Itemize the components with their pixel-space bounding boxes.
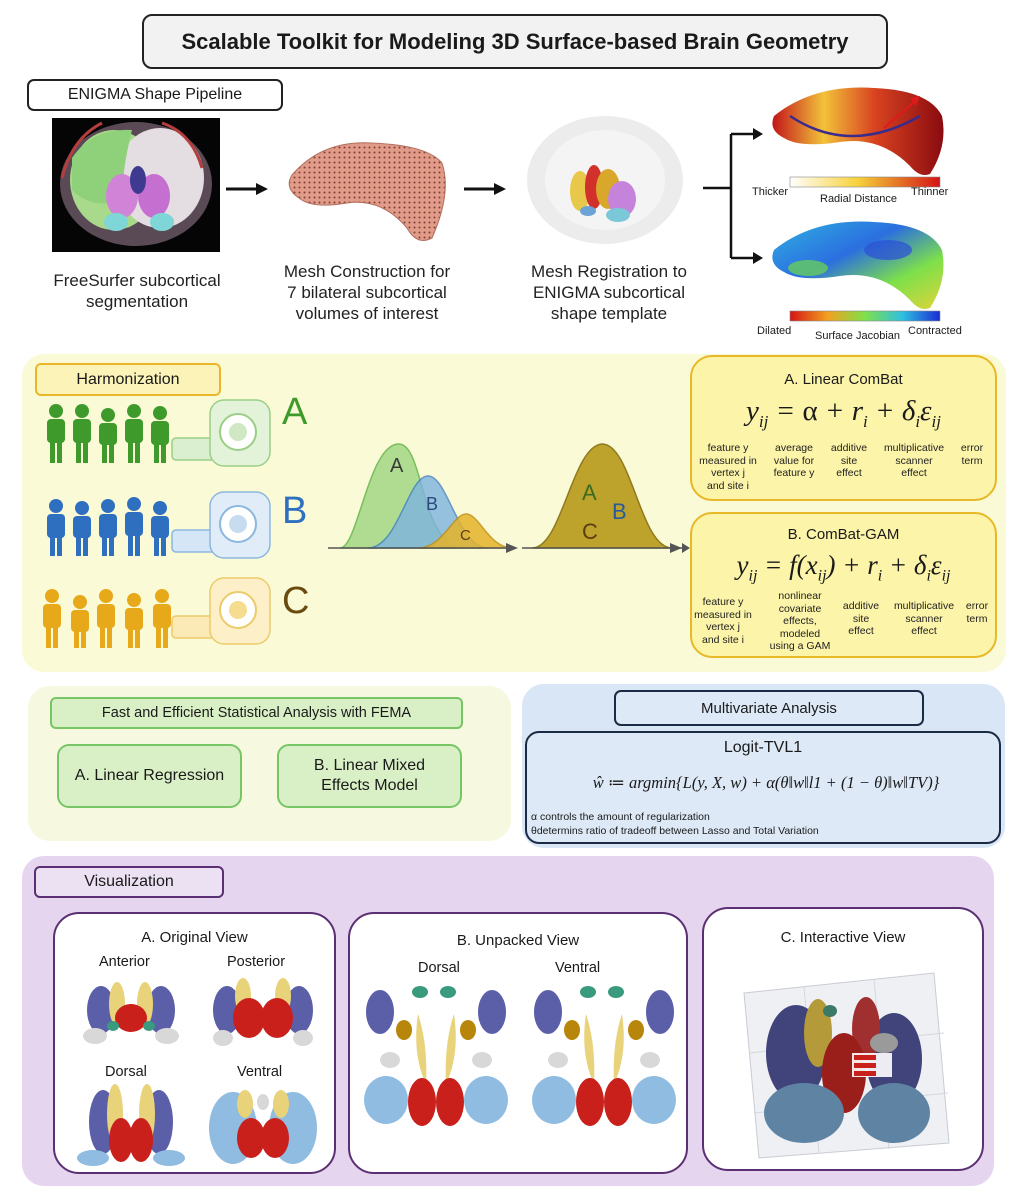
- multivariate-label: Multivariate Analysis: [614, 690, 924, 726]
- page-title: Scalable Toolkit for Modeling 3D Surface…: [181, 28, 849, 54]
- linear-combat-box: A. Linear ComBat yij = α + ri + δiεij fe…: [690, 355, 997, 501]
- logit-tvl1-note-1: α controls the amount of regularization: [531, 811, 710, 823]
- gam-term-1: feature y measured in vertex j and site …: [694, 596, 752, 646]
- merged-label-b: B: [612, 499, 627, 524]
- dist-label-c: C: [460, 527, 471, 544]
- people-group-b: [47, 497, 169, 556]
- dist-label-a: A: [390, 455, 404, 477]
- linear-mixed-effects-box: B. Linear Mixed Effects Model: [277, 744, 462, 808]
- people-group-a: [47, 404, 169, 463]
- step-3-caption: Mesh Registration to ENIGMA subcortical …: [531, 262, 687, 323]
- mri-scanner-icon-c: [171, 577, 271, 645]
- combat-gam-box: B. ComBat-GAM yij = f(xij) + ri + δiεij …: [690, 512, 997, 658]
- unpacked-ventral-image: [532, 986, 676, 1126]
- radial-distance-colorbar: [789, 176, 941, 188]
- merged-label-a: A: [582, 480, 597, 505]
- step-1-caption: FreeSurfer subcortical segmentation: [53, 271, 221, 311]
- fema-label: Fast and Efficient Statistical Analysis …: [50, 697, 463, 729]
- logit-tvl1-note-2: θdetermins ratio of tradeoff between Las…: [531, 825, 819, 837]
- mesh-image: [288, 142, 446, 241]
- merged-label-c: C: [582, 519, 598, 544]
- harmonization-arrow: [672, 543, 690, 553]
- unpacked-view-title: B. Unpacked View: [456, 932, 580, 949]
- pipeline-arrow-1: [226, 183, 268, 195]
- posterior-view-image: [213, 978, 313, 1046]
- visualization-label: Visualization: [34, 866, 224, 898]
- original-view-box: A. Original View Anterior Posterior Dors…: [53, 912, 336, 1174]
- unpacked-dorsal-image: [364, 986, 508, 1126]
- interactive-view-title: C. Interactive View: [780, 929, 906, 946]
- site-distributions-before: [328, 443, 518, 553]
- view-label-posterior: Posterior: [227, 954, 286, 970]
- linear-term-1: feature y measured in vertex j and site …: [699, 442, 757, 492]
- freesurfer-segmentation-image: [52, 118, 220, 252]
- logit-tvl1-box: Logit-TVL1 ŵ ≔ argmin{L(y, X, w) + α(θ‖w…: [525, 731, 1001, 844]
- surface-jacobian-colorbar: [789, 310, 941, 322]
- colorbar-1-left: Thicker: [752, 186, 789, 198]
- gam-term-3: additive site effect: [842, 600, 880, 637]
- colorbar-2-left: Dilated: [757, 325, 792, 337]
- linear-regression-box: A. Linear Regression: [57, 744, 242, 808]
- linear-term-4: multiplicative scanner effect: [883, 442, 945, 479]
- branch-arrows: [703, 128, 763, 264]
- dorsal-view-image: [77, 1084, 185, 1166]
- linear-term-5: error term: [960, 442, 984, 467]
- step-2-caption: Mesh Construction for 7 bilateral subcor…: [283, 262, 451, 323]
- unpacked-view-box: B. Unpacked View Dorsal Ventral: [348, 912, 688, 1174]
- unpacked-label-dorsal: Dorsal: [418, 960, 460, 976]
- registration-template-image: [527, 116, 683, 244]
- site-distributions-after: [522, 443, 682, 553]
- gam-term-4: multiplicative scanner effect: [893, 600, 955, 637]
- combat-gam-title: B. ComBat-GAM: [787, 526, 900, 543]
- site-letter-a: A: [282, 391, 308, 433]
- surface-jacobian-map: [772, 221, 944, 309]
- logit-tvl1-equation: ŵ ≔ argmin{L(y, X, w) + α(θ‖w‖l1 + (1 − …: [592, 773, 940, 792]
- linear-term-3: additive site effect: [830, 442, 868, 479]
- gam-term-5: error term: [965, 600, 989, 625]
- linear-term-2: average value for feature y: [773, 442, 815, 479]
- view-label-dorsal: Dorsal: [105, 1064, 147, 1080]
- harmonization-label: Harmonization: [35, 363, 221, 396]
- interactive-3d-plot[interactable]: [734, 963, 954, 1163]
- page-title-box: Scalable Toolkit for Modeling 3D Surface…: [142, 14, 888, 69]
- site-letter-b: B: [282, 490, 308, 532]
- colorbar-2-center: Surface Jacobian: [815, 330, 900, 342]
- radial-distance-map: [772, 87, 944, 175]
- mri-scanner-icon-b: [171, 491, 271, 559]
- interactive-view-box: C. Interactive View: [702, 907, 984, 1171]
- colorbar-2-right: Contracted: [908, 325, 962, 337]
- view-label-anterior: Anterior: [99, 954, 150, 970]
- linear-combat-equation: yij = α + ri + δiεij: [746, 395, 941, 431]
- logit-tvl1-title: Logit-TVL1: [723, 739, 803, 756]
- dist-label-b: B: [426, 494, 439, 514]
- combat-gam-equation: yij = f(xij) + ri + δiεij: [736, 550, 951, 585]
- pipeline-arrow-2: [464, 183, 506, 195]
- site-letter-c: C: [282, 580, 310, 622]
- colorbar-1-right: Thinner: [911, 186, 949, 198]
- colorbar-1-center: Radial Distance: [820, 193, 898, 205]
- anterior-view-image: [83, 982, 179, 1044]
- enigma-label: ENIGMA Shape Pipeline: [27, 79, 283, 111]
- mri-scanner-icon-a: [171, 399, 271, 467]
- gam-term-2: nonlinear covariate effects, modeled usi…: [769, 590, 831, 652]
- original-view-title: A. Original View: [141, 929, 248, 946]
- ventral-view-image: [209, 1090, 317, 1164]
- people-group-c: [43, 589, 171, 648]
- unpacked-label-ventral: Ventral: [555, 960, 601, 976]
- linear-combat-title: A. Linear ComBat: [784, 371, 903, 388]
- view-label-ventral: Ventral: [237, 1064, 283, 1080]
